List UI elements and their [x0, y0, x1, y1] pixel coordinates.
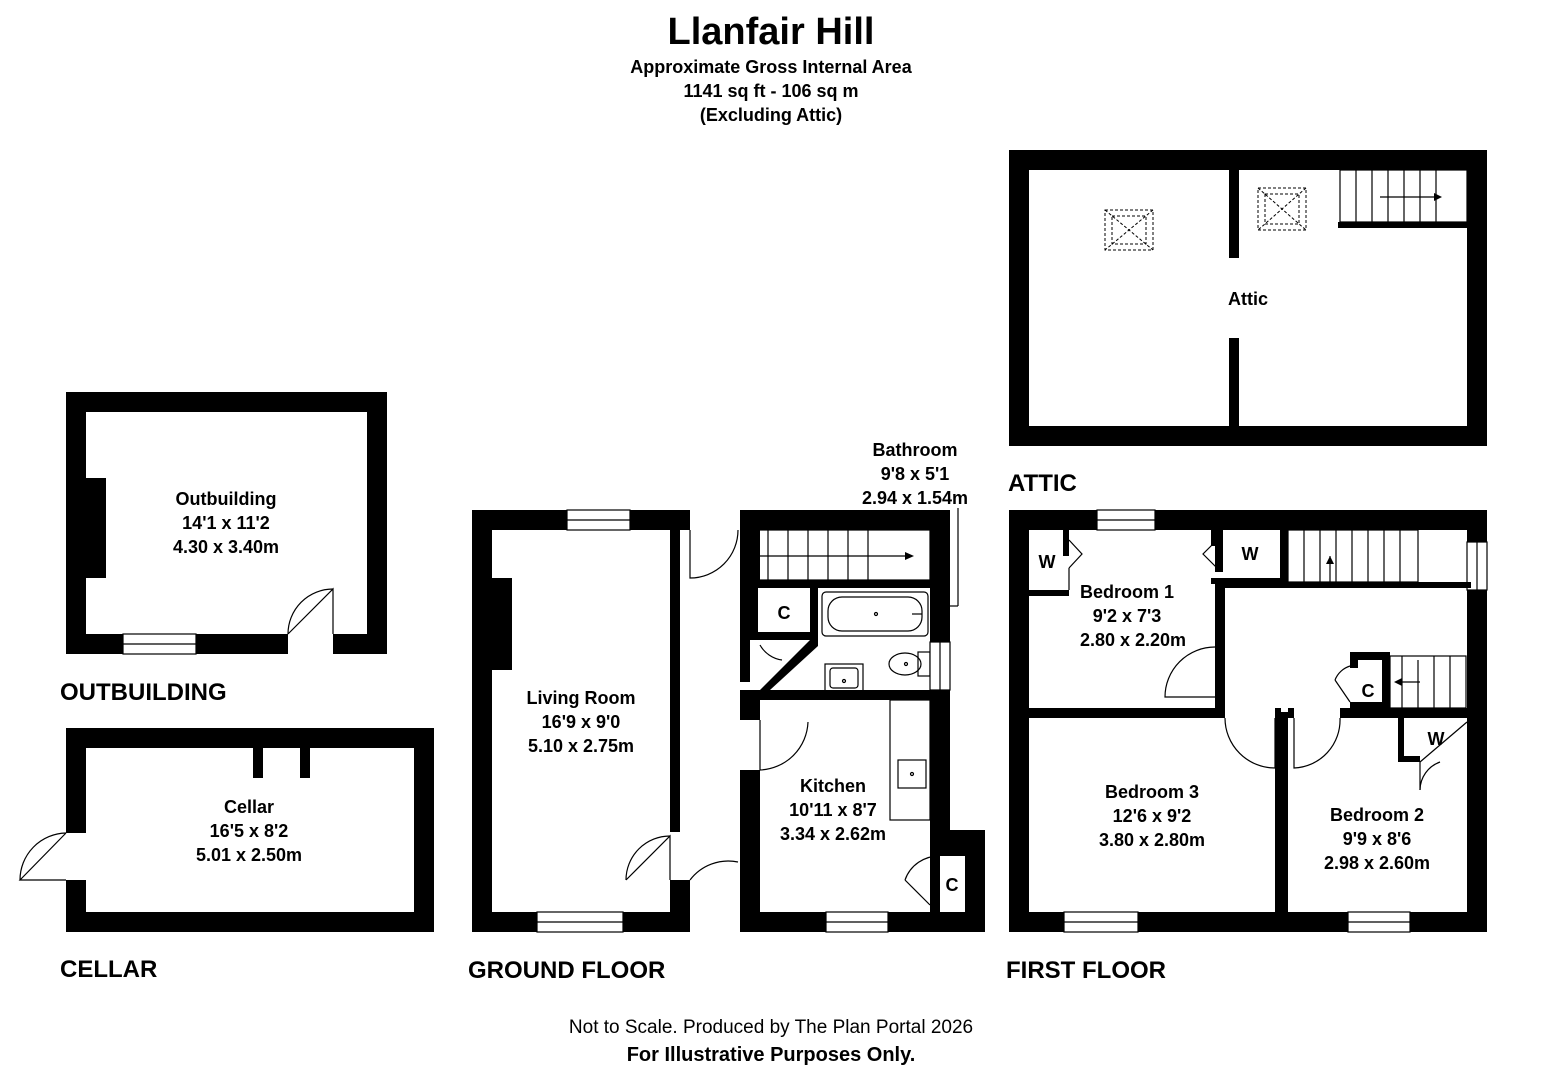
kitchen-room-metric: 3.34 x 2.62m	[780, 824, 886, 844]
outbuilding-room-metric: 4.30 x 3.40m	[173, 537, 279, 557]
bedroom1-room-imperial: 9'2 x 7'3	[1093, 606, 1162, 626]
living-room-metric: 5.10 x 2.75m	[528, 736, 634, 756]
bathroom-room-metric: 2.94 x 1.54m	[862, 488, 968, 508]
bedroom2-room-imperial: 9'9 x 8'6	[1343, 829, 1412, 849]
bathroom-sink	[824, 663, 864, 693]
outbuilding-plan	[66, 392, 387, 655]
bedroom3-room-name: Bedroom 3	[1105, 782, 1199, 802]
attic-plan	[1009, 150, 1487, 446]
bedroom3-room-metric: 3.80 x 2.80m	[1099, 830, 1205, 850]
kitchen-room-imperial: 10'11 x 8'7	[789, 800, 877, 820]
ground-floor-plan	[472, 508, 985, 933]
first-floor-plan	[1009, 509, 1488, 933]
attic-floor-label: ATTIC	[1008, 470, 1077, 497]
first-floor-stairs-lower	[1389, 655, 1467, 709]
cupboard-marker-bathroom: C	[778, 603, 791, 623]
outbuilding-room-imperial: 14'1 x 11'2	[182, 513, 270, 533]
area-line-2: 1141 sq ft - 106 sq m	[683, 81, 858, 101]
area-line-1: Approximate Gross Internal Area	[630, 57, 912, 77]
footer-line-2: For Illustrative Purposes Only.	[627, 1044, 916, 1066]
bedroom1-room-name: Bedroom 1	[1080, 582, 1174, 602]
plan-title: Llanfair Hill	[668, 11, 875, 53]
bedroom3-room-imperial: 12'6 x 9'2	[1113, 806, 1192, 826]
toilet	[888, 651, 931, 677]
cupboard-marker-landing: C	[1362, 681, 1375, 701]
first-floor-stairs-top	[1287, 529, 1419, 583]
cellar-room-name: Cellar	[224, 797, 274, 817]
wardrobe-marker-bedroom2: W	[1428, 729, 1445, 749]
bathroom-room-name: Bathroom	[873, 440, 958, 460]
outbuilding-floor-label: OUTBUILDING	[60, 679, 227, 706]
skylight-1	[1104, 209, 1154, 251]
wardrobe-marker-bedroom1-right: W	[1242, 544, 1259, 564]
outbuilding-room-name: Outbuilding	[176, 489, 277, 509]
first-floor-label: FIRST FLOOR	[1006, 957, 1166, 984]
bathtub	[821, 591, 929, 637]
attic-stairs	[1339, 169, 1468, 223]
cellar-floor-label: CELLAR	[60, 956, 157, 983]
kitchen-room-name: Kitchen	[800, 776, 866, 796]
living-room-name: Living Room	[527, 688, 636, 708]
wardrobe-marker-bedroom1-left: W	[1039, 552, 1056, 572]
footer-line-1: Not to Scale. Produced by The Plan Porta…	[569, 1017, 973, 1038]
area-line-3: (Excluding Attic)	[700, 105, 842, 125]
kitchen-worktop	[889, 699, 931, 821]
skylight-2	[1257, 187, 1307, 231]
cellar-room-imperial: 16'5 x 8'2	[210, 821, 289, 841]
cupboard-marker-kitchen: C	[946, 875, 959, 895]
cellar-room-metric: 5.01 x 2.50m	[196, 845, 302, 865]
bedroom2-room-metric: 2.98 x 2.60m	[1324, 853, 1430, 873]
bedroom1-room-metric: 2.80 x 2.20m	[1080, 630, 1186, 650]
living-room-imperial: 16'9 x 9'0	[542, 712, 621, 732]
bathroom-room-imperial: 9'8 x 5'1	[881, 464, 950, 484]
bedroom2-room-name: Bedroom 2	[1330, 805, 1424, 825]
attic-room-name: Attic	[1228, 289, 1268, 309]
cellar-plan	[18, 728, 434, 932]
ground-stairs	[747, 529, 931, 581]
ground-floor-label: GROUND FLOOR	[468, 957, 665, 984]
